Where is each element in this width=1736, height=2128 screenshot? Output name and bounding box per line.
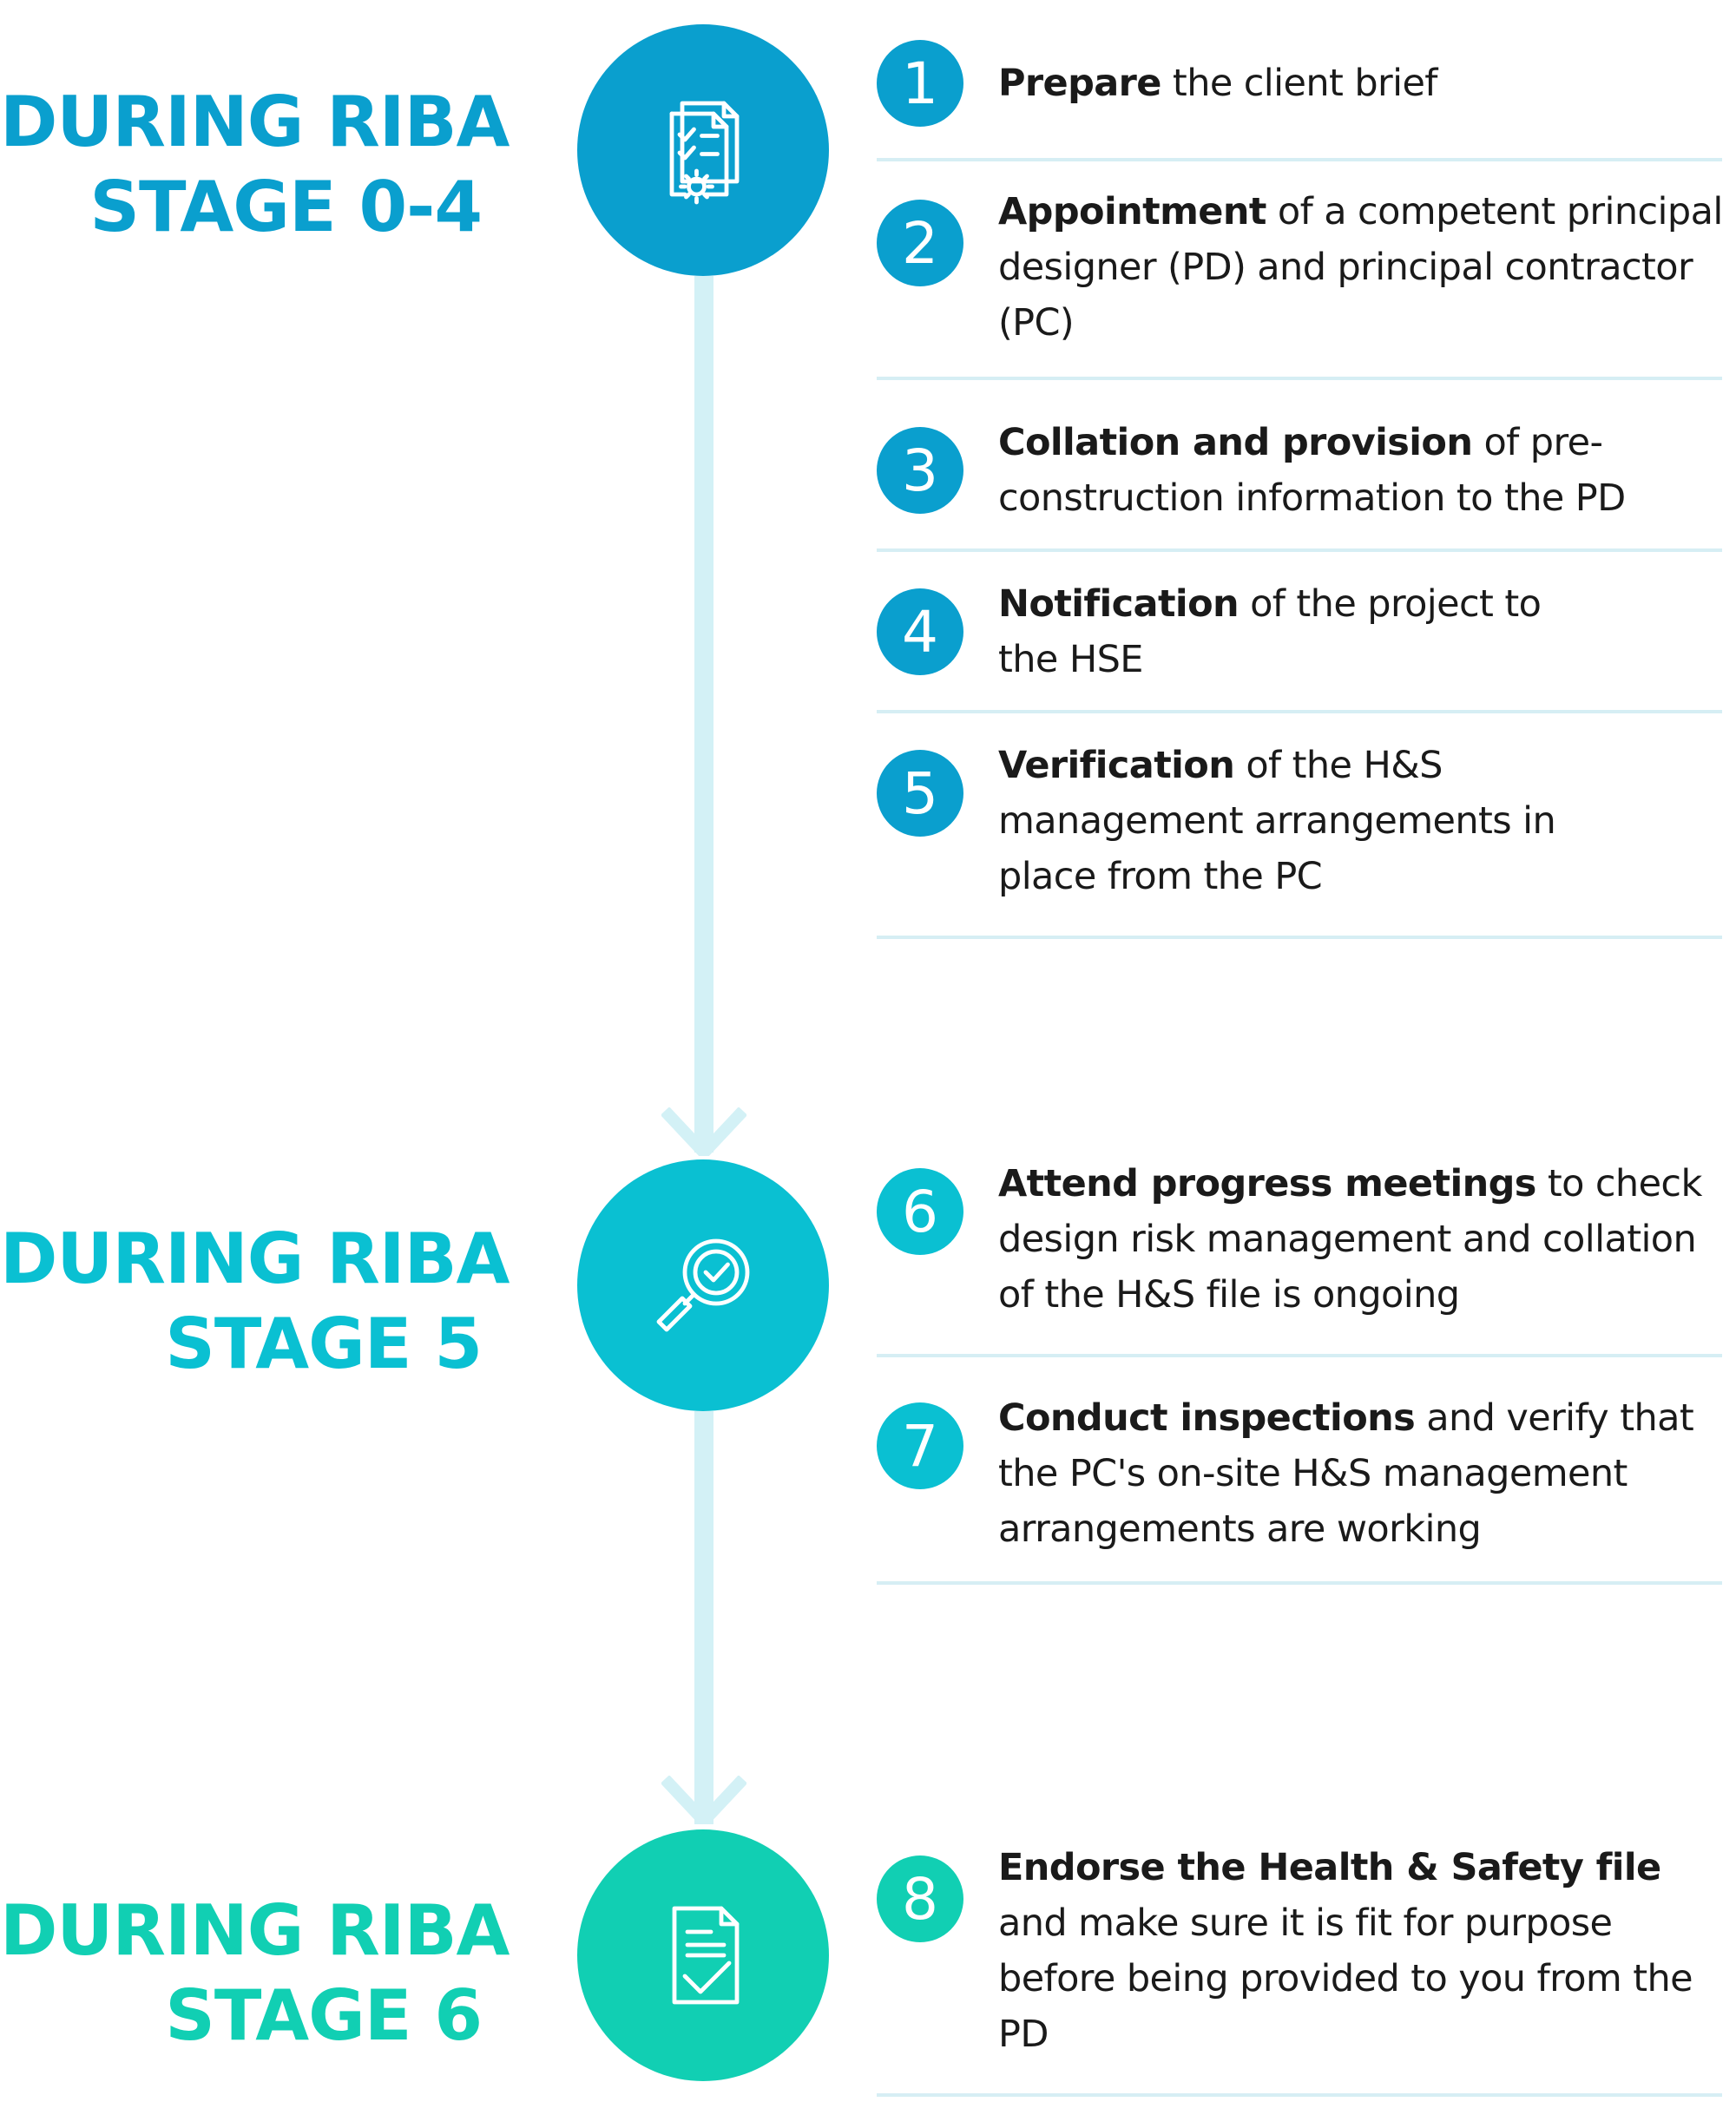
step-text: Appointment of a competent principal des… (998, 184, 1727, 351)
divider (877, 377, 1722, 380)
stage-0-4-title: DURING RIBA STAGE 0-4 (0, 80, 510, 250)
divider (877, 1354, 1722, 1357)
stage-title-line2: STAGE 0-4 (89, 167, 483, 247)
stage-6-title: DURING RIBA STAGE 6 (0, 1888, 510, 2059)
step-rest: of the project to the HSE (998, 582, 1542, 681)
divider (877, 1581, 1722, 1585)
step-text: Endorse the Health & Safety file and mak… (998, 1840, 1727, 2062)
step-text: Conduct inspections and verify that the … (998, 1390, 1727, 1557)
step-bold: Endorse the Health & Safety file (998, 1846, 1661, 1889)
step-number-badge: 5 (877, 750, 963, 837)
step-bold: Attend progress meetings (998, 1162, 1536, 1205)
step-rest: and make sure it is fit for purpose befo… (998, 1901, 1693, 2056)
arrow-down-icon (661, 1107, 746, 1156)
connector-line (694, 1411, 713, 1824)
step-text: Collation and provision of pre-construct… (998, 415, 1727, 526)
step-rest: to check design risk management and coll… (998, 1162, 1702, 1317)
step-rest: and verify that the PC's on-site H&S man… (998, 1396, 1694, 1551)
step-bold: Conduct inspections (998, 1396, 1416, 1440)
step-number-badge: 6 (877, 1168, 963, 1255)
stage-5-title: DURING RIBA STAGE 5 (0, 1217, 510, 1387)
divider (877, 710, 1722, 713)
connector-line (694, 276, 713, 1153)
step-bold: Notification (998, 582, 1240, 626)
step-number-badge: 7 (877, 1402, 963, 1489)
step-rest: of pre-construction information to the P… (998, 421, 1626, 520)
step-number-badge: 2 (877, 200, 963, 286)
step-text: Prepare the client brief (998, 56, 1727, 111)
step-number-badge: 8 (877, 1855, 963, 1942)
arrow-down-icon (661, 1776, 746, 1824)
stage-title-line1: DURING RIBA (0, 1890, 510, 1971)
divider (877, 2093, 1722, 2097)
step-bold: Appointment (998, 190, 1266, 233)
stage-0-4-circle (577, 24, 829, 276)
stage-title-line1: DURING RIBA (0, 1218, 510, 1299)
magnifier-check-icon (656, 1238, 750, 1332)
step-bold: Collation and provision (998, 421, 1473, 464)
divider (877, 936, 1722, 939)
documents-gear-icon (669, 101, 740, 205)
step-number-badge: 1 (877, 40, 963, 127)
divider (877, 158, 1722, 161)
stage-title-line1: DURING RIBA (0, 82, 510, 162)
step-number-badge: 3 (877, 427, 963, 514)
step-text: Verification of the H&S management arran… (998, 738, 1632, 904)
stage-title-line2: STAGE 6 (165, 1975, 483, 2056)
stage-5-circle (577, 1159, 829, 1411)
document-check-icon (672, 1906, 740, 2005)
step-text: Attend progress meetings to check design… (998, 1156, 1727, 1323)
step-bold: Verification (998, 744, 1235, 787)
step-rest: of the H&S management arrangements in pl… (998, 744, 1556, 898)
stage-6-circle (577, 1829, 829, 2081)
divider (877, 548, 1722, 552)
step-number-badge: 4 (877, 588, 963, 675)
step-bold: Prepare (998, 62, 1161, 105)
stage-title-line2: STAGE 5 (165, 1304, 483, 1384)
step-rest: the client brief (1161, 62, 1438, 105)
step-text: Notification of the project to the HSE (998, 576, 1606, 687)
step-rest: of a competent principal designer (PD) a… (998, 190, 1723, 345)
